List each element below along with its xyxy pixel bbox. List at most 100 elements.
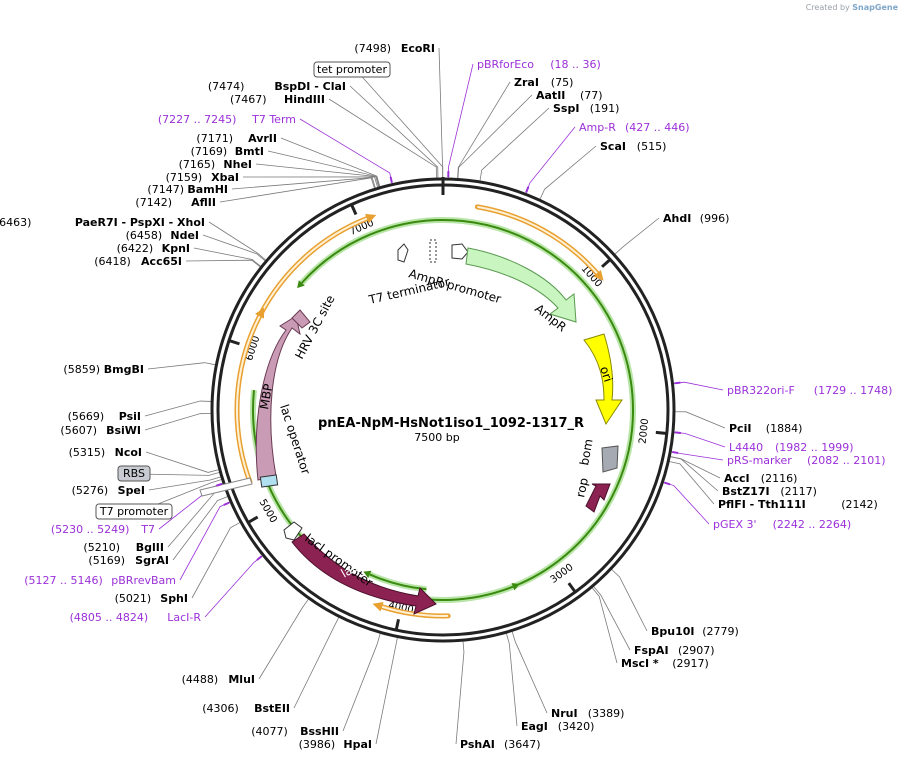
primer-pgex-3-mark xyxy=(664,481,671,486)
cds-mbp-arc-arrowhead xyxy=(297,280,305,289)
primer-pgex-3: pGEX 3'(2242 .. 2264) xyxy=(713,518,851,531)
site-pshai-leader xyxy=(455,641,465,745)
feature-label-mbp: MBP xyxy=(257,383,275,411)
site-bsiwi-leader xyxy=(144,413,212,431)
feature-label-rop: rop xyxy=(573,477,591,499)
primer-l4440: L4440(1982 .. 1999) xyxy=(729,441,854,454)
site-pflfi-tth111i-leader xyxy=(669,461,715,505)
boxed-label-t7-promoter: T7 promoter xyxy=(95,503,173,520)
t7-promoter-bar xyxy=(199,477,253,497)
site-eagi-pos: (3420) xyxy=(558,720,595,733)
site-mlui-leader xyxy=(258,598,309,680)
site-ndei: NdeI(6458) xyxy=(126,229,199,242)
cds-left-arc-arrowhead xyxy=(365,213,377,224)
site-nhei-leader xyxy=(255,163,380,188)
boxed-label-rbs-box xyxy=(117,465,151,482)
cds-arcs xyxy=(234,204,636,619)
boxed-label-tet-promoter: tet promoter xyxy=(313,61,391,78)
boxed-label-rbs-text: RBS xyxy=(123,467,145,480)
lac-operator-box xyxy=(259,474,279,488)
primer-l4440-name: L4440 xyxy=(729,441,763,454)
primer-pbrrevbam: pBRrevBam(5127 .. 5146) xyxy=(24,574,176,587)
primer-amp-r: Amp-R(427 .. 446) xyxy=(579,121,690,134)
site-bmti-pos: (7169) xyxy=(191,145,228,158)
site-scai: ScaI(515) xyxy=(600,140,666,153)
site-pcii-leader xyxy=(674,411,726,429)
feature-label-hrv: HRV 3C site xyxy=(292,293,337,362)
site-sspi-name: SspI xyxy=(553,102,579,115)
t7-terminator-marker xyxy=(397,243,409,263)
site-spei-leader xyxy=(148,476,221,491)
site-ncoi-name: NcoI xyxy=(115,446,142,459)
site-zrai-pos: (75) xyxy=(551,76,574,89)
site-eagi: EagI(3420) xyxy=(521,720,594,733)
primer-pbr322ori-f: pBR322ori-F(1729 .. 1748) xyxy=(727,384,892,397)
mbp-feature-arrow xyxy=(255,315,301,481)
site-hpai-pos: (3986) xyxy=(299,738,336,751)
site-hindiii-leader xyxy=(328,98,437,179)
snapgene-credit: Created by SnapGene xyxy=(806,3,898,12)
site-bpu10i-name: Bpu10I xyxy=(651,625,695,638)
site-bglii-pos: (5210) xyxy=(83,541,120,554)
site-acc65i: Acc65I (6418) xyxy=(94,255,182,268)
site-acc65i-name: Acc65I xyxy=(141,255,182,268)
cds-bottom-green-arrowhead xyxy=(363,570,372,579)
site-acci-name: AccI xyxy=(724,472,750,485)
site-bsteii: BstEII(4306) xyxy=(202,702,290,715)
site-acc65i-pos: (6418) xyxy=(94,255,131,268)
site-msci-name: MscI * xyxy=(621,657,659,670)
ampr-feature-arrow xyxy=(465,247,577,323)
primer-laci-r-leader xyxy=(204,555,263,618)
site-sphi-leader xyxy=(191,522,241,599)
site-zrai: ZraI(75) xyxy=(514,76,573,89)
site-bsiwi-name: BsiWI xyxy=(106,424,141,437)
feature-label-bom: bom xyxy=(577,438,595,467)
site-ecori-leader xyxy=(438,47,444,179)
site-xbai: XbaI(7159) xyxy=(166,171,239,184)
boxed-label-rbs-leader xyxy=(137,472,220,476)
cds-ampr-arc-inner xyxy=(477,205,600,276)
primer-amp-r-leader xyxy=(525,126,576,194)
site-ecori-pos: (7498) xyxy=(354,42,391,55)
primer-pbrforeco: pBRforEco (18 .. 36) xyxy=(477,58,601,71)
site-bsiwi-pos: (5607) xyxy=(60,424,97,437)
primer-labels: pBRforEco (18 .. 36) Amp-R(427 .. 446) pBR3… xyxy=(24,58,892,624)
site-ncoi-leader xyxy=(145,451,219,473)
scale-tick-6000 xyxy=(229,339,240,346)
site-hpai-leader xyxy=(375,637,398,745)
site-fspai-leader xyxy=(593,586,631,651)
site-ndei-pos: (6458) xyxy=(126,229,163,242)
scale-tick-2000 xyxy=(655,430,666,435)
primer-pbrforeco-range: (18 .. 36) xyxy=(550,58,601,71)
site-psii: PsiI(5669) xyxy=(68,410,141,423)
site-pflfi-tth111i-name: PflFI - Tth111I xyxy=(718,498,806,511)
scale-tick-7000 xyxy=(350,204,358,216)
primer-pbrrevbam-mark xyxy=(223,501,230,506)
site-bsshii-leader xyxy=(342,633,381,732)
bom-feature-box xyxy=(601,445,619,473)
restriction-site-labels: EcoRI(7498)ZraI(75)AatII(77)SspI(191)Sca… xyxy=(0,42,878,751)
site-nhei: NheI(7165) xyxy=(179,158,252,171)
site-ecori: EcoRI(7498) xyxy=(354,42,435,55)
site-aflii-name: AflII xyxy=(191,196,216,209)
site-aatii-pos: (77) xyxy=(580,89,603,102)
primer-pbrforeco-name: pBRforEco xyxy=(477,58,534,71)
site-nhei-pos: (7165) xyxy=(179,158,216,171)
scale-tick-3000 xyxy=(567,582,576,593)
site-psii-name: PsiI xyxy=(119,410,141,423)
boxed-label-rbs: RBS xyxy=(117,465,151,482)
rop-feature-arrow xyxy=(585,483,611,513)
site-ahdi-leader xyxy=(614,217,660,255)
cds-bottom-arc-arrowhead xyxy=(372,602,384,612)
site-bamhi-name: BamHI xyxy=(187,183,228,196)
site-scai-pos: (515) xyxy=(637,140,667,153)
site-aatii-name: AatII xyxy=(536,89,565,102)
site-ahdi: AhdI(996) xyxy=(663,212,729,225)
boxed-label-t7-promoter-leader xyxy=(137,479,222,513)
scale-tick-4000 xyxy=(394,619,400,630)
primer-amp-r-range: (427 .. 446) xyxy=(625,121,690,134)
site-bsshii-pos: (4077) xyxy=(251,725,288,738)
primer-pgex-3-range: (2242 .. 2264) xyxy=(773,518,852,531)
site-mlui: MluI(4488) xyxy=(182,673,255,686)
